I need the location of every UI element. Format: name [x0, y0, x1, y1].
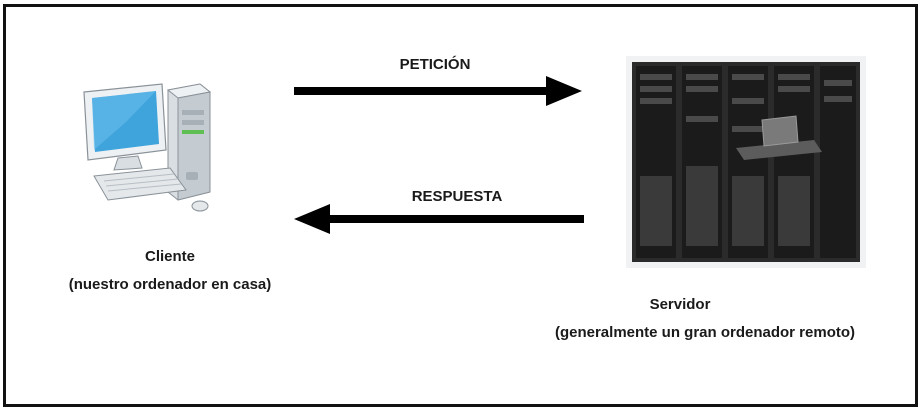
desktop-computer-icon: [83, 83, 212, 212]
response-label: RESPUESTA: [411, 188, 503, 205]
client-subtitle: (nuestro ordenador en casa): [68, 276, 272, 293]
server-title: Servidor: [649, 296, 711, 313]
response-arrow: [294, 204, 584, 234]
request-label: PETICIÓN: [399, 56, 471, 73]
server-rack-icon: [626, 56, 866, 268]
client-title: Cliente: [144, 248, 195, 265]
server-subtitle: (generalmente un gran ordenador remoto): [554, 324, 856, 341]
request-arrow: [294, 76, 582, 106]
